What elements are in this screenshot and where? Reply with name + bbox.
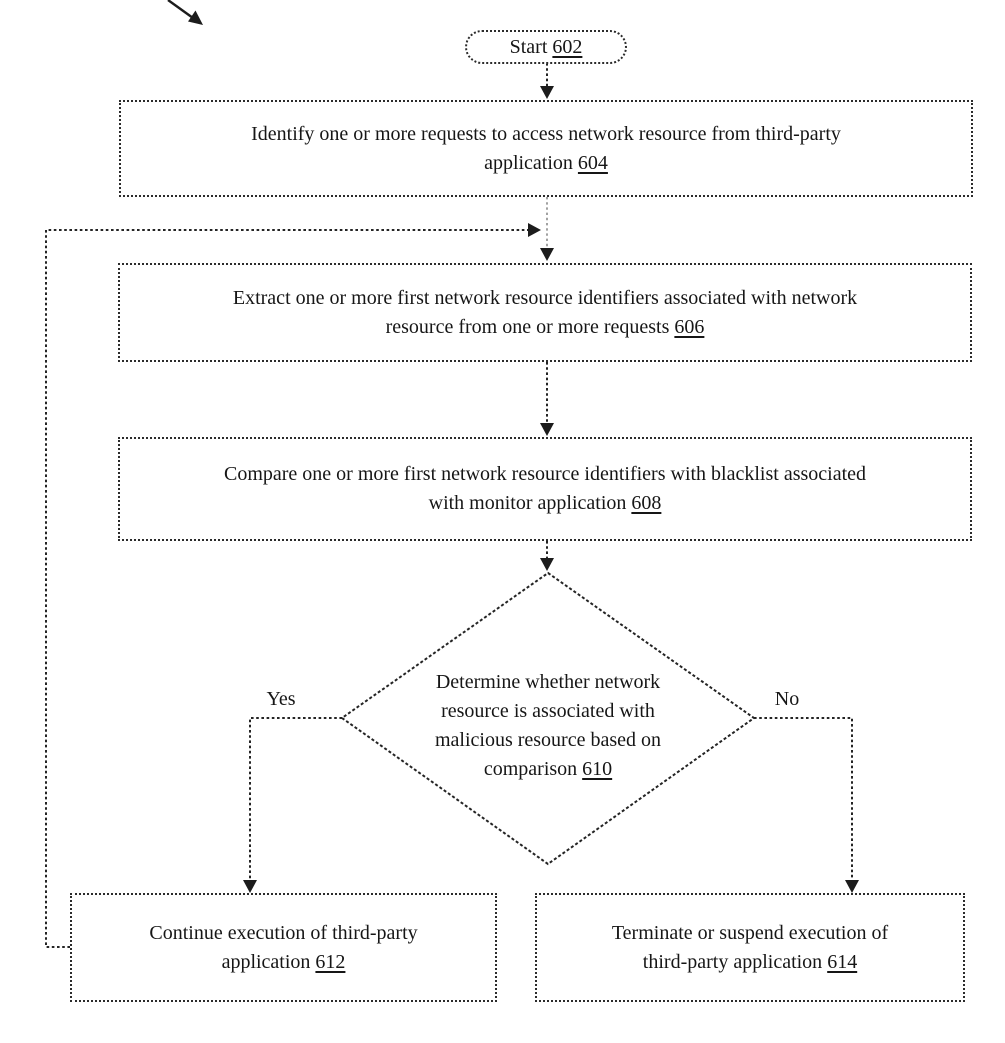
start-label: Start <box>509 35 548 58</box>
terminate-text: Terminate or suspend execution of third-… <box>611 921 889 973</box>
no-label: No <box>774 688 800 710</box>
continue-ref: 612 <box>315 950 346 973</box>
extract-text: Extract one or more first network resour… <box>232 286 858 338</box>
identify-text: Identify one or more requests to access … <box>251 122 841 174</box>
no-branch-line <box>754 717 859 893</box>
node-extract-606: Extract one or more first network resour… <box>118 263 972 362</box>
node-continue-612: Continue execution of third-party applic… <box>70 893 497 1002</box>
compare-ref: 608 <box>631 492 662 514</box>
continue-text: Continue execution of third-party applic… <box>149 921 418 973</box>
leader-arrow-icon <box>167 0 203 25</box>
yes-label: Yes <box>266 688 296 710</box>
node-start: Start 602 <box>465 30 627 64</box>
terminate-ref: 614 <box>827 950 858 973</box>
yes-branch-line <box>243 717 342 893</box>
node-decision-610: Determine whether network resource is as… <box>398 668 698 784</box>
decision-ref: 610 <box>582 758 613 780</box>
connector-start-to-identify <box>540 63 554 99</box>
compare-text: Compare one or more first network resour… <box>223 463 867 514</box>
connector-compare-to-decision <box>540 541 554 571</box>
decision-diamond-shape <box>340 571 756 866</box>
connector-extract-to-compare <box>540 362 554 436</box>
node-identify-604: Identify one or more requests to access … <box>119 100 973 197</box>
start-ref: 602 <box>552 35 583 58</box>
extract-ref: 606 <box>674 315 705 338</box>
identify-ref: 604 <box>577 151 608 174</box>
node-terminate-614: Terminate or suspend execution of third-… <box>535 893 965 1002</box>
decision-text: Determine whether network resource is as… <box>434 671 662 780</box>
node-compare-608: Compare one or more first network resour… <box>118 437 972 541</box>
feedback-loop-line <box>45 223 541 948</box>
connector-identify-to-extract <box>540 197 554 261</box>
